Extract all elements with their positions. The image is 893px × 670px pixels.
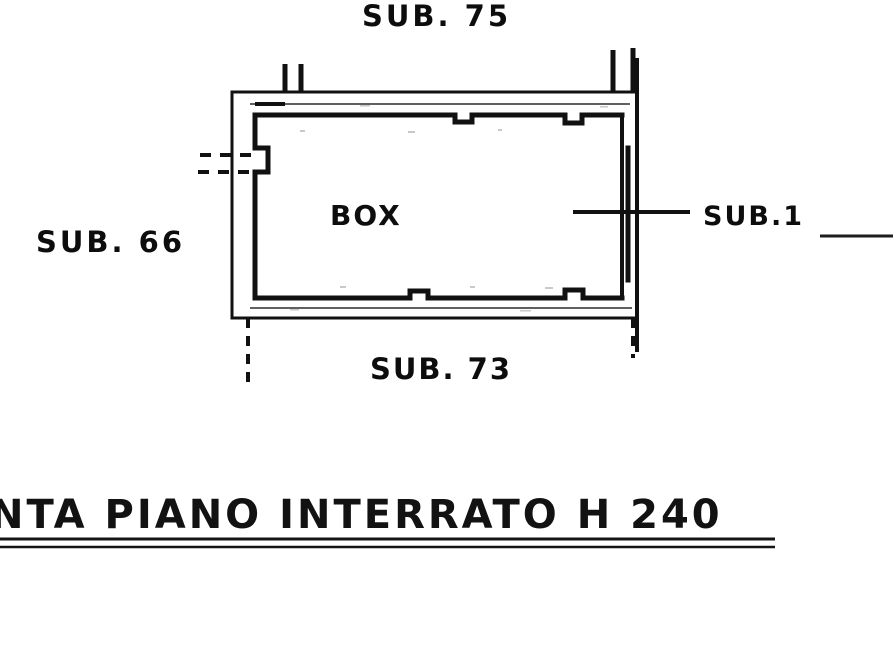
label-sub-73: SUB. 73 <box>370 352 513 386</box>
plan-caption: NTA PIANO INTERRATO H 240 <box>0 494 723 536</box>
label-sub-66: SUB. 66 <box>36 225 186 259</box>
wall-stub-top-right-group <box>610 48 636 92</box>
label-sub-1: SUB.1 <box>703 201 804 232</box>
scan-speckles <box>290 105 608 312</box>
inner-wall-top <box>252 112 625 126</box>
inner-wall-bottom <box>252 287 625 301</box>
dashed-extension-left <box>198 153 255 174</box>
label-sub-75: SUB. 75 <box>362 0 512 33</box>
label-box-room: BOX <box>330 199 402 232</box>
wall-stub-top-left-group <box>282 64 304 92</box>
inner-wall-left <box>252 112 271 301</box>
caption-underline-group <box>0 537 775 549</box>
